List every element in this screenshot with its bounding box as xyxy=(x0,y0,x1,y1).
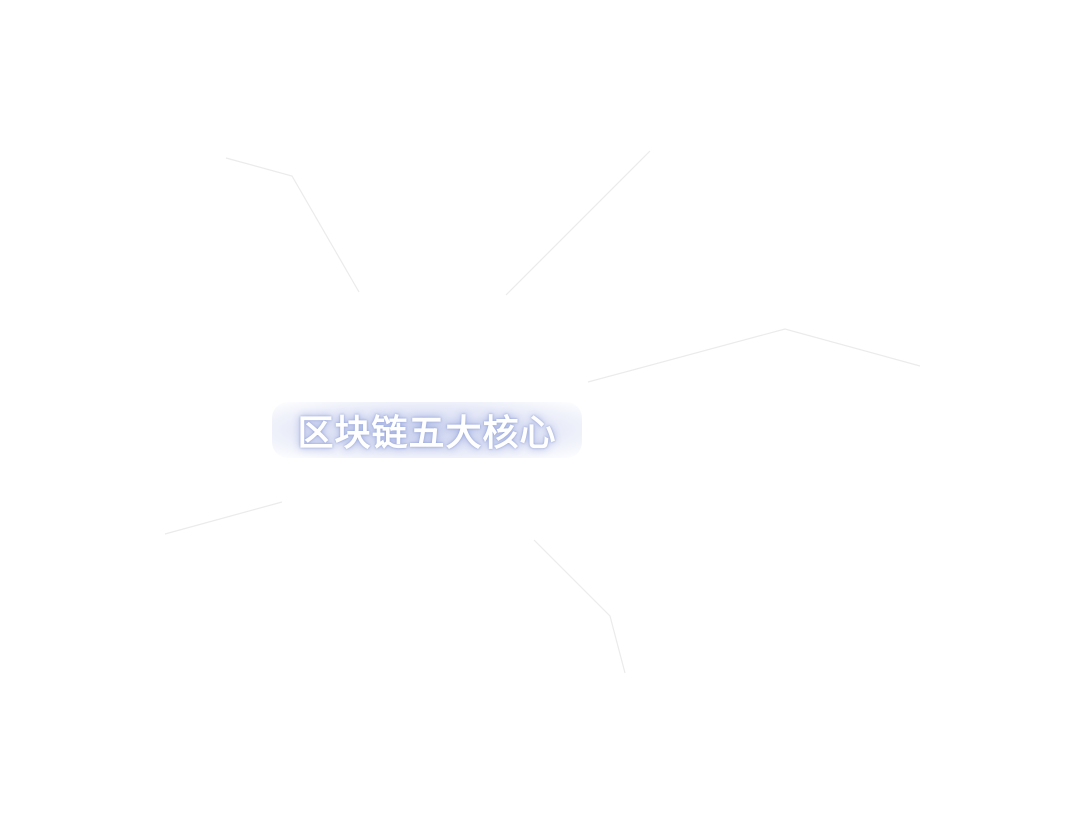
branch-line-4 xyxy=(164,501,283,535)
branch-line-2 xyxy=(505,150,651,296)
central-topic-node[interactable]: 区块链五大核心 xyxy=(272,402,582,458)
branch-line-3 xyxy=(587,328,921,383)
central-topic-title: 区块链五大核心 xyxy=(297,413,557,454)
branch-line-5 xyxy=(533,539,626,674)
branch-line-1 xyxy=(225,157,360,293)
